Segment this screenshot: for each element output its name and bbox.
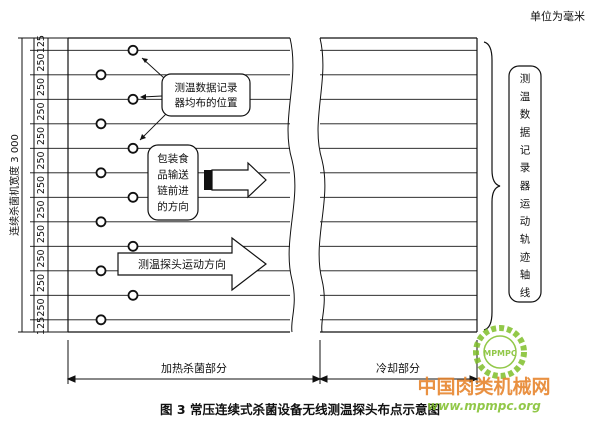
spacing-label: 250 bbox=[36, 151, 47, 169]
track-axis-char: 线 bbox=[520, 286, 531, 299]
watermark-url: www.mpmpc.org bbox=[427, 399, 541, 413]
spacing-label: 125 bbox=[36, 35, 47, 53]
track-axis-char: 轴 bbox=[520, 268, 531, 281]
svg-text:MPMPC: MPMPC bbox=[483, 349, 517, 358]
spacing-label: 125 bbox=[36, 317, 47, 335]
probe-point bbox=[127, 93, 139, 105]
probe-point bbox=[127, 44, 139, 56]
watermark-logo: MPMPC bbox=[473, 325, 527, 379]
watermark-brand: 中国肉类机械网 bbox=[417, 375, 550, 398]
probe-direction-label: 测温探头运动方向 bbox=[138, 257, 226, 271]
spacing-dimension bbox=[18, 37, 68, 333]
spacing-label: 250 bbox=[36, 78, 47, 96]
probe-point bbox=[95, 216, 107, 228]
track-axis-char: 动 bbox=[520, 216, 531, 228]
track-axis-char: 录 bbox=[520, 162, 531, 174]
spacing-label: 250 bbox=[36, 274, 47, 292]
machine-width-label: 连续杀菌机宽度 3 000 bbox=[8, 134, 21, 236]
probe-point bbox=[95, 314, 107, 326]
probe-direction-arrow: 测温探头运动方向 bbox=[117, 236, 267, 292]
probe-point bbox=[95, 167, 107, 179]
track-axis-char: 数 bbox=[520, 108, 531, 121]
spacing-label: 250 bbox=[36, 176, 47, 194]
probe-point bbox=[95, 69, 107, 81]
spacing-label: 250 bbox=[36, 102, 47, 120]
spacing-label: 250 bbox=[36, 53, 47, 71]
probe-point bbox=[95, 118, 107, 130]
track-axis-char: 运 bbox=[520, 198, 531, 210]
track-axis-char: 器 bbox=[520, 180, 531, 192]
track-axis-char: 据 bbox=[520, 126, 531, 139]
svg-text:链前进: 链前进 bbox=[157, 184, 189, 197]
track-axis-char: 记 bbox=[520, 144, 531, 156]
figure-caption: 图 3 常压连续式杀菌设备无线测温探头布点示意图 bbox=[160, 402, 440, 417]
svg-text:测温数据记录: 测温数据记录 bbox=[175, 81, 238, 94]
probe-point bbox=[127, 191, 139, 203]
probe-point bbox=[127, 240, 139, 252]
probe-point bbox=[95, 265, 107, 277]
spacing-label: 250 bbox=[36, 249, 47, 267]
spacing-label: 250 bbox=[36, 225, 47, 243]
probe-point bbox=[127, 289, 139, 301]
conveyor-arrow bbox=[204, 161, 267, 199]
machine-outline bbox=[67, 37, 478, 333]
svg-text:包装食: 包装食 bbox=[157, 152, 189, 165]
svg-text:品输送: 品输送 bbox=[157, 168, 189, 181]
track-axis-char: 迹 bbox=[520, 250, 531, 263]
probe-position-callout: 测温数据记录 器均布的位置 bbox=[139, 57, 251, 141]
spacing-label: 250 bbox=[36, 127, 47, 145]
right-brace bbox=[483, 41, 501, 331]
track-axis-char: 轨 bbox=[520, 233, 531, 246]
svg-text:器均布的位置: 器均布的位置 bbox=[175, 96, 238, 109]
spacing-ticks bbox=[30, 49, 68, 321]
spacing-label: 250 bbox=[36, 200, 47, 218]
svg-text:的方向: 的方向 bbox=[157, 200, 189, 213]
unit-label: 单位为毫米 bbox=[530, 9, 585, 23]
conveyor-lines bbox=[68, 49, 477, 321]
probe-point bbox=[127, 142, 139, 154]
spacing-label: 250 bbox=[36, 298, 47, 316]
conveyor-direction-callout: 包装食 品输送 链前进 的方向 bbox=[147, 144, 199, 221]
heating-section-label: 加热杀菌部分 bbox=[161, 361, 227, 375]
cooling-section-label: 冷却部分 bbox=[376, 361, 420, 375]
track-axis-char: 温 bbox=[520, 91, 531, 103]
probes bbox=[95, 44, 139, 326]
track-axis-char: 测 bbox=[520, 72, 531, 85]
